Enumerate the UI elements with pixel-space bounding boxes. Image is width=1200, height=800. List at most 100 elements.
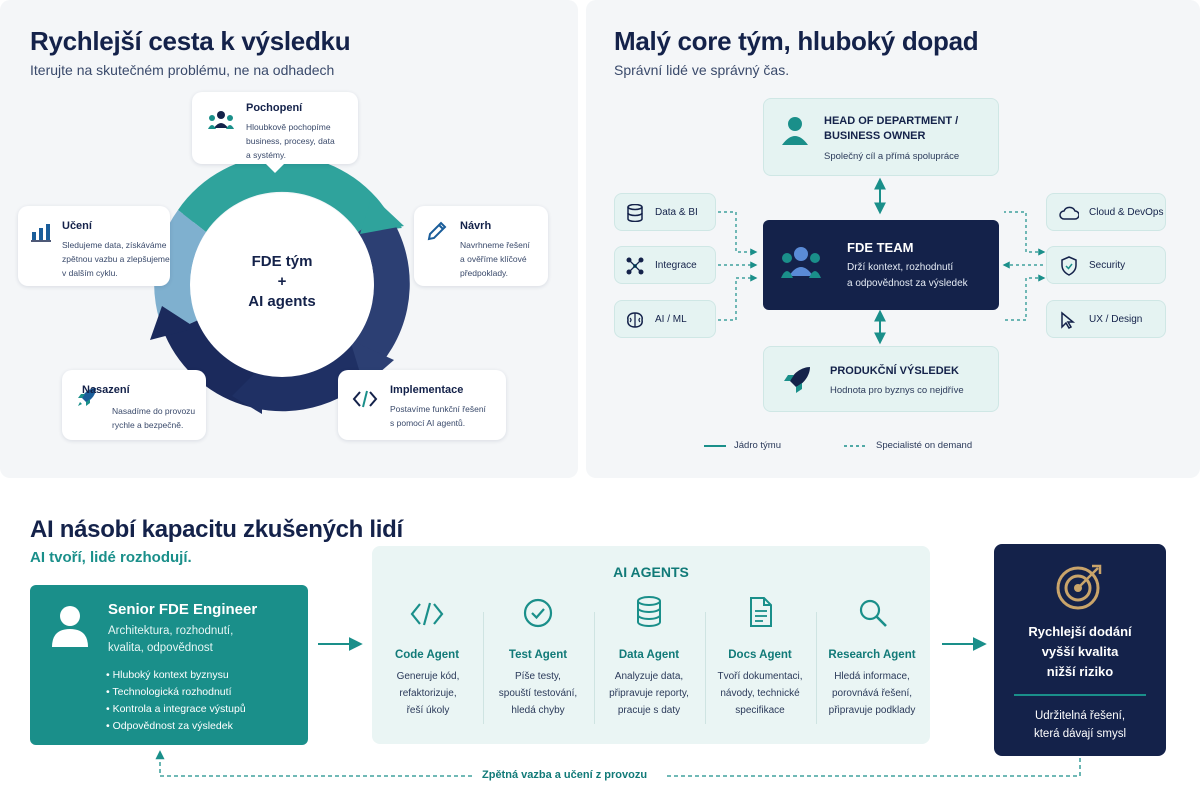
agent-desc-data-2: připravuje reporty,	[609, 688, 689, 699]
engineer-bullet-text: Hluboký kontext byznysu	[112, 669, 229, 681]
cycle-panel: Rychlejší cesta k výsledku Iterujte na s…	[0, 0, 578, 478]
document-icon	[750, 597, 772, 627]
agent-desc-docs-3: specifikace	[735, 705, 785, 716]
network-icon	[626, 257, 644, 275]
result-title: PRODUKČNÍ VÝSLEDEK	[830, 365, 959, 377]
step-text-pochopeni-1: Hloubkově pochopíme	[246, 122, 331, 132]
agent-divider	[816, 612, 817, 724]
outcome-line2: vyšší kvalita	[1041, 644, 1119, 659]
design-icon	[1061, 311, 1076, 329]
outcome-sub1: Udržitelná řešení,	[1034, 710, 1126, 722]
team-icon	[208, 111, 234, 129]
engineer-bullet: • Kontrola a integrace výstupů	[106, 703, 246, 715]
brain-icon	[627, 312, 643, 328]
agent-divider	[594, 612, 595, 724]
person-icon	[52, 606, 88, 647]
agent-desc-docs-2: návody, technické	[720, 688, 800, 699]
step-card-uceni: Učení Sledujeme data, získáváme zpětnou …	[18, 206, 170, 286]
engineer-title: Senior FDE Engineer	[108, 601, 258, 618]
agent-desc-test-1: Píše testy,	[515, 671, 561, 682]
specialist-label: Security	[1089, 260, 1126, 271]
engineer-line2: kvalita, odpovědnost	[108, 642, 213, 654]
step-card-navrh: Návrh Navrhneme řešení a ověříme klíčové…	[414, 206, 548, 286]
ai-agents-box: AI AGENTS Code Agent Generuje kód, refak…	[372, 546, 930, 744]
agent-desc-research-1: Hledá informace,	[834, 671, 910, 682]
ring-segment-teal	[178, 155, 386, 232]
outcome-divider	[1014, 694, 1146, 696]
head-desc: Společný cíl a přímá spolupráce	[824, 151, 960, 162]
ai-subtitle: AI tvoří, lidé rozhodují.	[30, 549, 192, 566]
agent-name-test: Test Agent	[508, 649, 568, 661]
cycle-center-line2: +	[277, 273, 287, 290]
rocket-icon	[78, 388, 96, 406]
specialist-data-bi: Data & BI	[614, 193, 716, 231]
step-title-uceni: Učení	[62, 220, 92, 232]
specialist-cloud-devops: Cloud & DevOps	[1046, 193, 1166, 231]
step-text-uceni-1: Sledujeme data, získáváme	[62, 240, 167, 250]
engineer-bullet-text: Technologická rozhodnutí	[112, 686, 232, 698]
step-title-navrh: Návrh	[460, 220, 492, 232]
feedback-line-left	[155, 750, 472, 777]
specialist-label: Data & BI	[655, 207, 698, 218]
outcome-line3: nižší riziko	[1046, 664, 1114, 679]
search-icon	[859, 599, 887, 627]
agents-title: AI AGENTS	[613, 564, 689, 580]
step-text-uceni-2: zpětnou vazbu a zlepšujeme	[62, 254, 170, 264]
engineer-bullet-text: Kontrola a integrace výstupů	[112, 703, 246, 715]
fde-team-line1: Drží kontext, rozhodnutí	[847, 262, 954, 273]
step-text-implementace-1: Postavíme funkční řešení	[390, 404, 486, 414]
legend-dashed-label: Specialisté on demand	[876, 440, 973, 451]
ring-arrow-3	[232, 366, 262, 414]
team-title: Malý core tým, hluboký dopad	[614, 26, 979, 56]
target-icon	[1056, 564, 1102, 610]
specialist-label: Cloud & DevOps	[1089, 207, 1164, 218]
outcome-line1: Rychlejší dodání	[1028, 624, 1132, 639]
step-title-nasazeni: Nasazení	[82, 384, 130, 396]
specialist-ai-ml: AI / ML	[614, 300, 716, 338]
code-icon	[352, 390, 378, 408]
specialist-ux-design: UX / Design	[1046, 300, 1166, 338]
ring-segment-right	[352, 210, 410, 365]
step-text-uceni-3: v dalším cyklu.	[62, 268, 118, 278]
shield-icon	[1061, 256, 1077, 276]
ring-segment-bottom-left	[165, 320, 258, 407]
agent-desc-data-3: pracuje s daty	[617, 705, 681, 716]
step-text-navrh-1: Navrhneme řešení	[460, 240, 530, 250]
engineer-bullet-text: Odpovědnost za výsledek	[112, 720, 233, 732]
step-text-pochopeni-3: a systémy.	[246, 150, 286, 160]
cycle-title: Rychlejší cesta k výsledku	[30, 26, 351, 56]
team-icon	[781, 247, 821, 278]
step-text-nasazeni-1: Nasadíme do provozu	[112, 406, 196, 416]
agent-name-data: Data Agent	[618, 649, 680, 661]
agent-desc-test-2: spouští testování,	[498, 688, 578, 699]
agent-desc-docs-1: Tvoří dokumentaci,	[717, 671, 803, 682]
person-icon	[782, 117, 808, 145]
cycle-center-line3: AI agents	[248, 293, 316, 310]
step-card-nasazeni: Nasazení Nasadíme do provozu rychle a be…	[62, 370, 206, 440]
outcome-sub2: která dávají smysl	[1033, 728, 1127, 740]
agent-desc-research-2: porovnává řešení,	[831, 688, 913, 699]
agent-divider	[705, 612, 706, 724]
database-icon	[637, 596, 661, 627]
rocket-icon	[784, 367, 810, 393]
database-icon	[627, 204, 643, 222]
agent-name-docs: Docs Agent	[728, 649, 792, 661]
specialist-label: Integrace	[655, 260, 697, 271]
step-card-implementace: Implementace Postavíme funkční řešení s …	[338, 370, 506, 440]
agent-desc-code-1: Generuje kód,	[396, 671, 460, 682]
outcome-card: Rychlejší dodání vyšší kvalita nižší riz…	[994, 544, 1166, 756]
step-title-implementace: Implementace	[390, 384, 464, 396]
agent-desc-research-3: připravuje podklady	[828, 705, 916, 716]
specialist-label: AI / ML	[655, 314, 687, 325]
fde-team-box: FDE TEAM Drží kontext, rozhodnutí a odpo…	[763, 220, 999, 310]
senior-engineer-card: Senior FDE Engineer Architektura, rozhod…	[30, 585, 308, 745]
specialist-label: UX / Design	[1089, 314, 1143, 325]
step-text-pochopeni-2: business, procesy, data	[246, 136, 335, 146]
engineer-bullet: • Hluboký kontext byznysu	[106, 669, 229, 681]
step-text-nasazeni-2: rychle a bezpečně.	[112, 420, 184, 430]
agent-desc-code-3: řeší úkoly	[406, 705, 450, 716]
agent-desc-code-2: refaktorizuje,	[399, 688, 457, 699]
step-card-pochopeni: Pochopení Hloubkově pochopíme business, …	[192, 92, 358, 164]
pencil-icon	[427, 221, 447, 241]
